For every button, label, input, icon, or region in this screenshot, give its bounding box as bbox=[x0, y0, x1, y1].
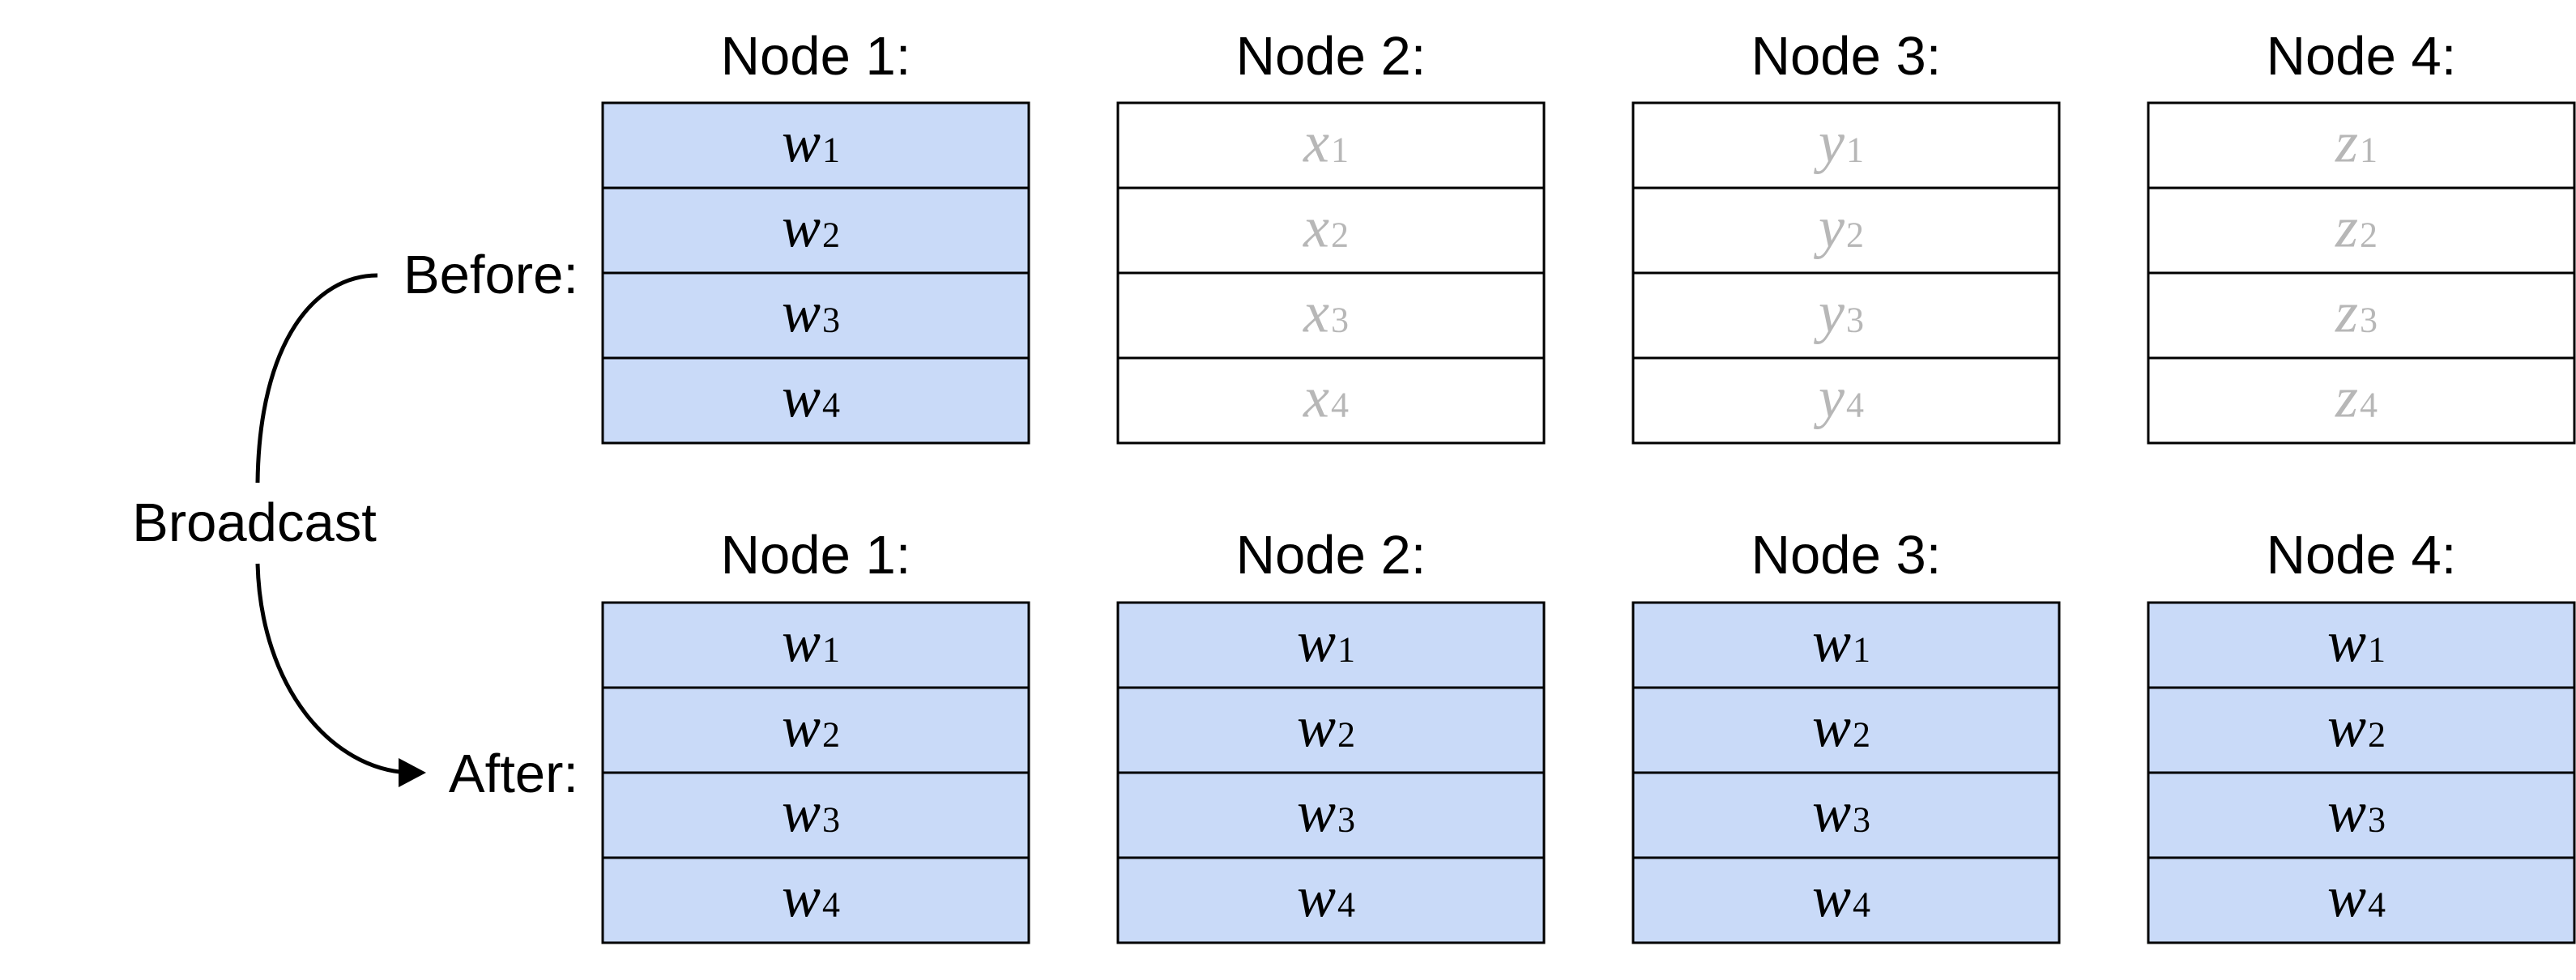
node-cell bbox=[601, 856, 1030, 944]
node-cell bbox=[1631, 271, 2061, 360]
node-cell bbox=[2147, 856, 2576, 944]
node-cell bbox=[2147, 686, 2576, 774]
cell-value: w1 bbox=[1812, 610, 1870, 675]
node-cell bbox=[2147, 271, 2576, 360]
operation-label: Broadcast bbox=[132, 492, 377, 553]
cell-value: w3 bbox=[782, 280, 840, 345]
node-cell bbox=[1631, 856, 2061, 944]
cell-value: w2 bbox=[782, 195, 840, 260]
node-cell bbox=[1116, 186, 1546, 275]
node-cell bbox=[2147, 771, 2576, 859]
cell-value: w4 bbox=[1812, 865, 1870, 930]
node-cell bbox=[601, 601, 1030, 689]
node-cell bbox=[1116, 271, 1546, 360]
arrowhead-icon bbox=[399, 758, 426, 787]
cell-value: y1 bbox=[1813, 110, 1864, 175]
node-cell bbox=[1116, 356, 1546, 445]
phase-label-after: After: bbox=[449, 744, 578, 804]
cell-value: w2 bbox=[1297, 695, 1355, 760]
node-cell bbox=[1116, 771, 1546, 859]
cell-value: w2 bbox=[2327, 695, 2386, 760]
node-title: Node 3: bbox=[1751, 26, 1942, 87]
cell-value: w2 bbox=[782, 695, 840, 760]
node-cell bbox=[1631, 686, 2061, 774]
cell-value: w3 bbox=[782, 780, 840, 845]
node-cell bbox=[1116, 101, 1546, 190]
node-cell bbox=[2147, 186, 2576, 275]
node-cell bbox=[1116, 856, 1546, 944]
cell-value: w4 bbox=[782, 865, 840, 930]
node-cell bbox=[601, 186, 1030, 275]
cell-value: w1 bbox=[2327, 610, 2386, 675]
node-cell bbox=[1631, 101, 2061, 190]
node-title: Node 1: bbox=[721, 26, 911, 87]
cell-value: w1 bbox=[782, 110, 840, 175]
node-cell bbox=[1116, 686, 1546, 774]
cell-value: y4 bbox=[1813, 365, 1864, 430]
cell-value: z3 bbox=[2335, 280, 2378, 345]
cell-value: z4 bbox=[2335, 365, 2378, 430]
node-title: Node 3: bbox=[1751, 525, 1942, 586]
node-cell bbox=[601, 686, 1030, 774]
cell-value: x1 bbox=[1303, 110, 1349, 175]
cell-value: w4 bbox=[782, 365, 840, 430]
node-title: Node 2: bbox=[1236, 26, 1427, 87]
cell-value: y2 bbox=[1813, 195, 1864, 260]
broadcast-arrow-lower bbox=[255, 563, 410, 775]
cell-value: w1 bbox=[1297, 610, 1355, 675]
node-cell bbox=[601, 101, 1030, 190]
cell-value: w4 bbox=[1297, 865, 1355, 930]
cell-value: y3 bbox=[1813, 280, 1864, 345]
cell-value: w3 bbox=[1812, 780, 1870, 845]
cell-value: x2 bbox=[1303, 195, 1349, 260]
node-cell bbox=[2147, 356, 2576, 445]
node-cell bbox=[1631, 356, 2061, 445]
node-cell bbox=[601, 771, 1030, 859]
node-title: Node 4: bbox=[2267, 26, 2457, 87]
cell-value: w3 bbox=[1297, 780, 1355, 845]
node-cell bbox=[2147, 101, 2576, 190]
cell-value: w2 bbox=[1812, 695, 1870, 760]
node-cell bbox=[1631, 601, 2061, 689]
cell-value: w4 bbox=[2327, 865, 2386, 930]
cell-value: w3 bbox=[2327, 780, 2386, 845]
broadcast-arrow bbox=[255, 273, 378, 484]
cell-value: z2 bbox=[2335, 195, 2378, 260]
cell-value: x3 bbox=[1303, 280, 1349, 345]
node-title: Node 4: bbox=[2267, 525, 2457, 586]
node-cell bbox=[1631, 771, 2061, 859]
node-title: Node 1: bbox=[721, 525, 911, 586]
phase-label-before: Before: bbox=[403, 245, 578, 305]
cell-value: w1 bbox=[782, 610, 840, 675]
cell-value: x4 bbox=[1303, 365, 1349, 430]
cell-value: z1 bbox=[2335, 110, 2378, 175]
node-cell bbox=[1631, 186, 2061, 275]
node-title: Node 2: bbox=[1236, 525, 1427, 586]
node-cell bbox=[601, 271, 1030, 360]
node-cell bbox=[601, 356, 1030, 445]
